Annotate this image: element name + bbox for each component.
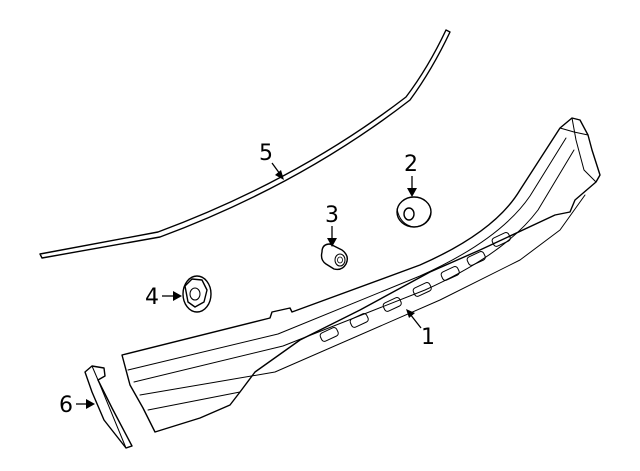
part-1-panel — [121, 117, 601, 433]
callout-3: 3 — [325, 203, 339, 247]
part-3-bumper — [320, 243, 349, 271]
callout-2: 2 — [404, 152, 418, 197]
callout-4-label: 4 — [145, 285, 159, 310]
callout-1-label: 1 — [421, 325, 435, 350]
callout-4: 4 — [145, 285, 182, 310]
part-2-grommet — [396, 196, 432, 228]
panel-clip-slots — [319, 232, 511, 342]
callout-5-label: 5 — [259, 141, 273, 166]
part-5-strip — [39, 29, 451, 259]
callout-6-label: 6 — [59, 393, 73, 418]
callout-1: 1 — [406, 309, 435, 350]
part-4-nut — [182, 275, 212, 313]
callout-3-label: 3 — [325, 203, 339, 228]
callout-5: 5 — [259, 141, 284, 180]
callout-2-label: 2 — [404, 152, 418, 177]
part-6-bracket — [84, 365, 133, 449]
callout-6: 6 — [59, 393, 95, 418]
